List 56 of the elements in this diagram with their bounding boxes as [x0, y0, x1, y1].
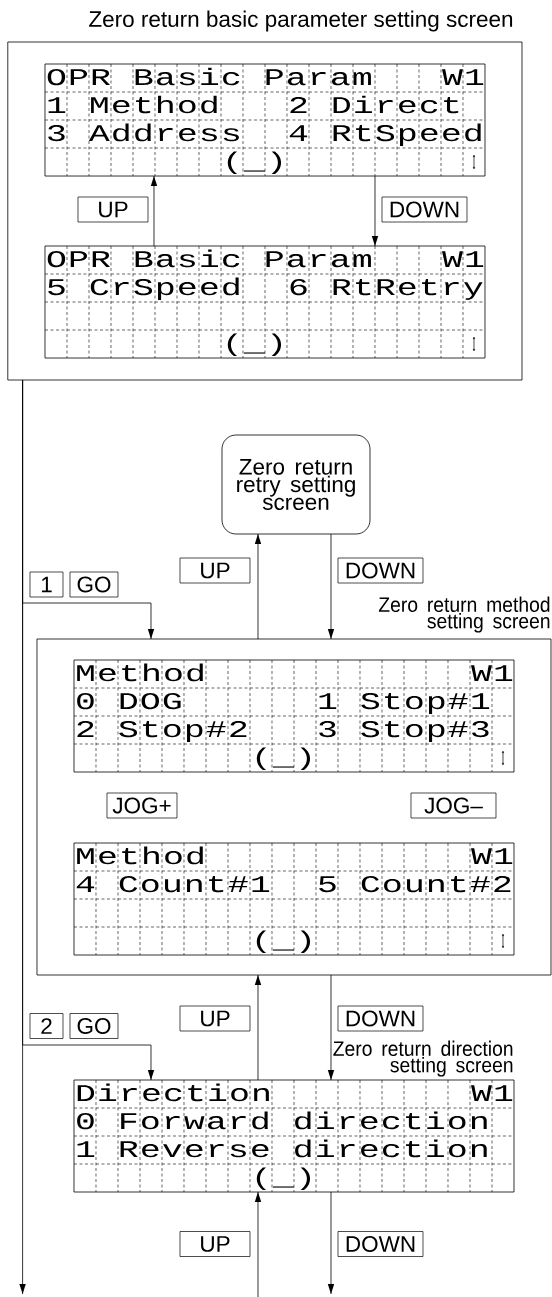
display-text: (_)	[256, 1167, 310, 1190]
arrow	[19, 379, 26, 1295]
display-text: 5 CrSpeed	[48, 277, 239, 300]
key-box: DOWN	[337, 1005, 424, 1032]
display-text: OPR Basic Param	[47, 249, 371, 268]
display-text: W1	[471, 665, 513, 681]
display-text: W1	[471, 848, 513, 864]
display-text: (_)	[227, 151, 281, 174]
display-text: 0 DOG	[77, 692, 181, 710]
display-text: W1	[442, 251, 484, 267]
display-text: 4 Count#1	[76, 875, 270, 893]
arrow	[254, 1191, 262, 1297]
display-text: 6 RtRetry	[290, 278, 483, 300]
display-text: 0 Forward direction	[77, 1111, 487, 1130]
key-box: 2	[29, 1013, 64, 1039]
key-box: 1	[29, 571, 64, 598]
screen-heading: Zero return direction setting screen	[333, 1040, 513, 1077]
screen-heading: Zero return method setting screen	[378, 596, 550, 633]
display-text: 1 Stop#1	[319, 692, 490, 714]
key-box: DOWN	[337, 1231, 424, 1257]
arrow	[327, 1191, 335, 1295]
arrow	[327, 974, 335, 1081]
key-box: JOG+	[106, 792, 178, 819]
display-text: Method	[77, 846, 203, 865]
display-text: W1	[442, 69, 484, 85]
key-box: GO	[69, 1013, 119, 1039]
arrow	[254, 533, 262, 640]
key-box: UP	[179, 1231, 251, 1257]
display-text: 1 Reverse direction	[77, 1139, 487, 1158]
key-box: GO	[69, 571, 119, 598]
display-text: 5 Count#2	[319, 875, 511, 893]
screen-box: Zero return retry setting screen	[221, 434, 371, 535]
display-text: Method	[77, 663, 203, 682]
display-text: OPR Basic Param	[47, 67, 371, 86]
screen-heading: Zero return basic parameter setting screen	[89, 10, 513, 32]
key-box: UP	[179, 557, 251, 584]
key-box: DOWN	[337, 557, 424, 584]
display-text: 4 RtSpeed	[289, 123, 481, 146]
display-text: 2 Direct	[290, 95, 459, 114]
key-box: UP	[77, 196, 149, 223]
display-text: 3 Address	[48, 123, 239, 142]
key-box: DOWN	[381, 196, 468, 223]
key-box: JOG–	[410, 792, 497, 819]
arrow	[254, 974, 262, 1081]
arrow	[371, 175, 379, 247]
display-text: (_)	[256, 747, 310, 770]
arrow	[150, 175, 158, 247]
display-text: 3 Stop#3	[319, 720, 489, 742]
arrow	[327, 533, 335, 640]
display-text: (_)	[227, 333, 281, 356]
display-text: (_)	[256, 930, 310, 953]
display-text: W1	[471, 1085, 513, 1101]
key-box: UP	[179, 1005, 251, 1032]
display-text: 1 Method	[48, 95, 217, 114]
display-text: Direction	[77, 1083, 269, 1102]
display-text: 2 Stop#2	[77, 720, 247, 742]
